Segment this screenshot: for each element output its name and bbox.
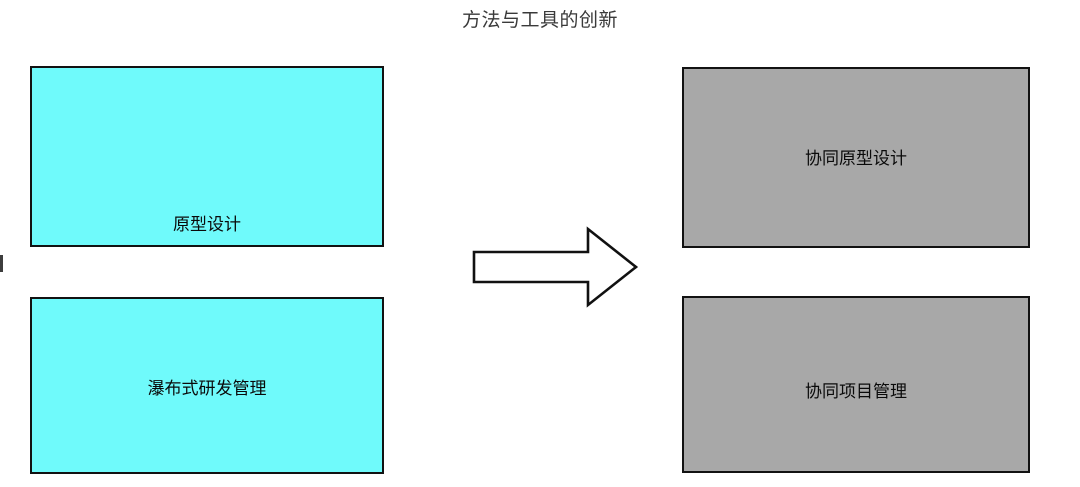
process-box-label: 协同原型设计	[805, 149, 907, 168]
transition-arrow	[470, 226, 640, 308]
process-box-label: 协同项目管理	[805, 382, 907, 401]
page-title: 方法与工具的创新	[461, 10, 618, 31]
process-box-legacy-prototype-design[interactable]: 原型设计	[30, 66, 384, 247]
process-box-label: 原型设计	[173, 215, 241, 234]
left-edge-clipped-marker	[0, 255, 3, 272]
process-box-collaborative-prototype-design[interactable]: 协同原型设计	[682, 67, 1030, 248]
process-box-collaborative-project-management[interactable]: 协同项目管理	[682, 296, 1030, 473]
process-box-legacy-waterfall-management[interactable]: 瀑布式研发管理	[30, 297, 384, 474]
right-arrow-icon	[472, 226, 639, 308]
process-box-label: 瀑布式研发管理	[147, 379, 267, 398]
